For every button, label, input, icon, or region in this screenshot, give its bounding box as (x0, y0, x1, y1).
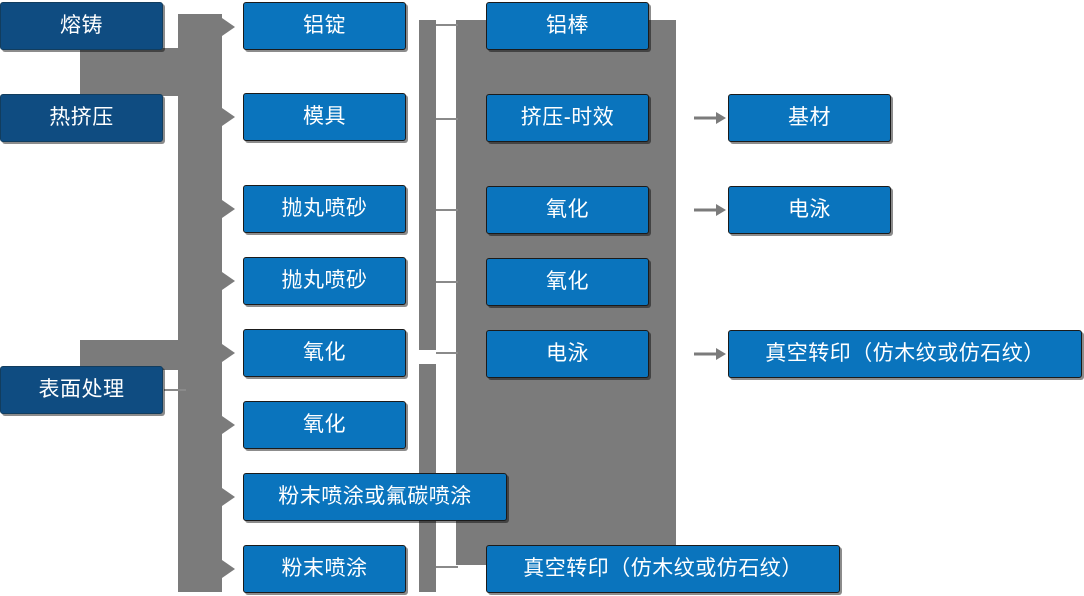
step-label-oxidation-1: 氧化 (303, 341, 346, 365)
step-label-oxidation-4: 氧化 (546, 270, 589, 294)
arrow-right-icon-substrate (694, 110, 726, 126)
step-box-oxidation-2[interactable]: 氧化 (243, 401, 406, 449)
step-box-oxidation-3[interactable]: 氧化 (486, 186, 649, 234)
step-label-electrophoresis-1: 电泳 (546, 342, 589, 366)
arrow-right-icon-spine-8 (222, 560, 235, 578)
step-box-shot-blasting-2[interactable]: 抛丸喷砂 (243, 257, 406, 305)
stage-box-surface-treatment[interactable]: 表面处理 (0, 366, 163, 414)
arrow-right-icon-spine-3 (222, 200, 235, 218)
step-label-shot-blasting-2: 抛丸喷砂 (281, 269, 368, 293)
step-box-electrophoresis-2[interactable]: 电泳 (728, 186, 891, 234)
step-box-vacuum-transfer-right[interactable]: 真空转印（仿木纹或仿石纹） (728, 330, 1082, 378)
step-box-oxidation-4[interactable]: 氧化 (486, 258, 649, 306)
step-label-powder-coating: 粉末喷涂 (281, 557, 368, 581)
step-box-shot-blasting-1[interactable]: 抛丸喷砂 (243, 185, 406, 233)
step-box-aluminum-rod[interactable]: 铝棒 (486, 2, 649, 50)
arrow-right-icon-electrophoresis (694, 202, 726, 218)
step-label-vacuum-transfer-bottom: 真空转印（仿木纹或仿石纹） (523, 557, 803, 581)
step-box-powder-coating[interactable]: 粉末喷涂 (243, 545, 406, 593)
stage-label-melt-cast: 熔铸 (60, 14, 103, 38)
step-box-extrusion-aging[interactable]: 挤压-时效 (486, 94, 649, 142)
stage-box-melt-cast[interactable]: 熔铸 (0, 2, 163, 50)
connector-mid-tick-6 (436, 566, 458, 568)
connector-stage-spine (178, 14, 222, 592)
stage-box-hot-extrusion[interactable]: 热挤压 (0, 94, 163, 142)
step-label-electrophoresis-2: 电泳 (788, 198, 831, 222)
arrow-right-icon-spine-2 (222, 108, 235, 126)
connector-stage-lower-stub (80, 340, 178, 370)
step-label-aluminum-rod: 铝棒 (546, 14, 589, 38)
stage-label-surface-treatment: 表面处理 (38, 378, 125, 402)
connector-mid-tick-5 (436, 352, 458, 354)
step-box-oxidation-1[interactable]: 氧化 (243, 329, 406, 377)
connector-mid-tick-1 (436, 24, 458, 26)
step-box-aluminum-ingot[interactable]: 铝锭 (243, 2, 406, 50)
arrow-right-icon-vacuum-transfer (694, 346, 726, 362)
connector-surface-treatment-tick (164, 389, 186, 391)
step-label-shot-blasting-1: 抛丸喷砂 (281, 197, 368, 221)
step-box-vacuum-transfer-bottom[interactable]: 真空转印（仿木纹或仿石纹） (486, 545, 840, 593)
arrow-right-icon-spine-6 (222, 416, 235, 434)
connector-mid-tick-4 (436, 281, 458, 283)
arrow-right-icon-spine-5 (222, 344, 235, 362)
step-box-electrophoresis-1[interactable]: 电泳 (486, 330, 649, 378)
step-box-mold[interactable]: 模具 (243, 93, 406, 141)
step-label-vacuum-transfer-right: 真空转印（仿木纹或仿石纹） (765, 342, 1045, 366)
step-label-powder-or-fluorocarbon: 粉末喷涂或氟碳喷涂 (278, 485, 472, 509)
arrow-right-icon-spine-4 (222, 272, 235, 290)
step-label-aluminum-ingot: 铝锭 (303, 14, 346, 38)
step-label-oxidation-2: 氧化 (303, 413, 346, 437)
connector-mid-tick-2 (436, 118, 458, 120)
step-label-mold: 模具 (303, 105, 346, 129)
arrow-right-icon-spine-1 (222, 18, 235, 36)
stage-label-hot-extrusion: 热挤压 (49, 106, 114, 130)
arrow-right-icon-spine-7 (222, 488, 235, 506)
connector-mid-tick-3 (436, 209, 458, 211)
step-label-substrate: 基材 (788, 106, 831, 130)
step-label-extrusion-aging: 挤压-时效 (520, 106, 615, 130)
step-box-substrate[interactable]: 基材 (728, 94, 891, 142)
step-box-powder-or-fluorocarbon[interactable]: 粉末喷涂或氟碳喷涂 (243, 473, 507, 521)
connector-stage-vertical-stub (80, 48, 178, 96)
connector-mid-rail-upper (419, 20, 436, 350)
step-label-oxidation-3: 氧化 (546, 198, 589, 222)
